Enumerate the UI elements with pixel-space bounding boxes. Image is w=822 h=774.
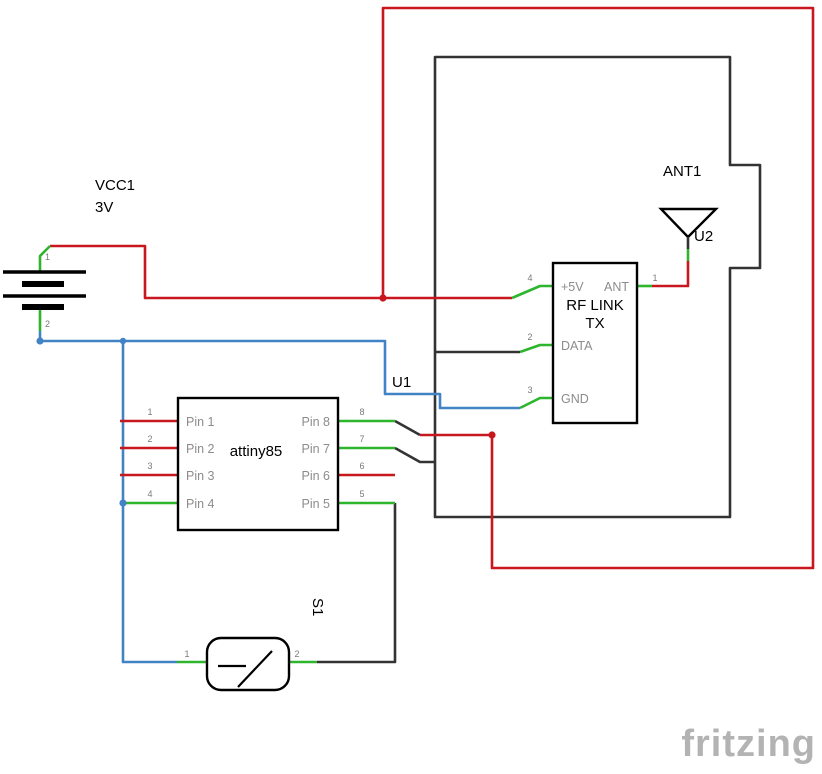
mcu-pin2-num: 2 — [147, 434, 152, 444]
rf-gnd-num: 3 — [527, 385, 532, 395]
switch-pin1-num: 1 — [184, 649, 189, 659]
battery-component[interactable] — [3, 270, 86, 310]
mcu-pin3-num: 3 — [147, 461, 152, 471]
net-red-power — [50, 6, 815, 570]
switch-body[interactable] — [205, 636, 291, 692]
junction-blue-pin4 — [119, 499, 127, 507]
mcu-pin6-label: Pin 6 — [302, 469, 331, 483]
wire-blue-battery-to-gnd[interactable] — [38, 331, 520, 410]
rf-data-label: DATA — [561, 339, 593, 353]
rf-body[interactable] — [551, 261, 639, 425]
wire-red-power-loop[interactable] — [381, 6, 815, 570]
mcu-pin5-label: Pin 5 — [302, 497, 331, 511]
mcu-pin8-label: Pin 8 — [302, 415, 331, 429]
battery-ref-label[interactable]: VCC1 — [95, 177, 135, 194]
pin-legs — [38, 245, 690, 664]
mcu-pin3-label: Pin 3 — [186, 469, 215, 483]
wire-red-ant[interactable] — [652, 261, 690, 288]
switch-pin2-num: 2 — [294, 649, 299, 659]
mcu-name-label: attiny85 — [230, 443, 283, 460]
antenna-ref-label[interactable]: ANT1 — [663, 163, 701, 180]
rf-title-line2: TX — [585, 315, 604, 332]
rf-title-line1: RF LINK — [566, 297, 624, 314]
mcu-pin1-num: 1 — [147, 407, 152, 417]
rf-5v-leg[interactable] — [511, 284, 553, 300]
rf-data-leg[interactable] — [519, 343, 553, 354]
unconnected-pins — [120, 419, 395, 477]
switch-component[interactable] — [205, 636, 291, 692]
wire-black-pin7-branch[interactable] — [394, 446, 435, 464]
rf-ref-label[interactable]: U2 — [694, 228, 713, 245]
mcu-pin6-num: 6 — [359, 461, 364, 471]
mcu-pin7-label: Pin 7 — [302, 442, 331, 456]
mcu-body[interactable] — [176, 396, 340, 532]
mcu-pin4-label: Pin 4 — [186, 497, 215, 511]
wire-blue-gnd-branch-switch[interactable] — [121, 341, 177, 664]
rf-data-num: 2 — [527, 332, 532, 342]
wire-red-battery-to-5v[interactable] — [50, 244, 512, 300]
mcu-component[interactable] — [176, 396, 340, 532]
rf-module-component[interactable] — [551, 261, 639, 425]
rf-gnd-leg[interactable] — [519, 396, 553, 410]
mcu-pin4-num: 4 — [147, 489, 152, 499]
switch-ref-label[interactable]: S1 — [309, 598, 326, 616]
battery-pin2-num: 2 — [45, 319, 50, 329]
wire-black-pin5-to-switch[interactable] — [317, 503, 397, 664]
junction-red-rail — [379, 294, 387, 302]
mcu-pin7-num: 7 — [359, 434, 364, 444]
net-black — [317, 55, 762, 664]
wire-black-pin8-diagonal[interactable] — [394, 419, 421, 437]
antenna-triangle[interactable] — [658, 207, 719, 239]
battery-pin1-num: 1 — [45, 252, 50, 262]
junction-dots — [36, 294, 496, 507]
rf-5v-label: +5V — [561, 280, 584, 294]
mcu-pin8-num: 8 — [359, 407, 364, 417]
wire-black-loop[interactable] — [433, 55, 762, 519]
battery-positive-leg[interactable] — [38, 245, 51, 272]
mcu-ref-label[interactable]: U1 — [392, 374, 411, 391]
fritzing-watermark: fritzing — [681, 723, 816, 765]
rf-ant-num: 1 — [652, 273, 657, 283]
junction-blue-battery — [36, 337, 44, 345]
switch-lever — [237, 650, 273, 688]
mcu-pin1-label: Pin 1 — [186, 415, 215, 429]
mcu-pin2-label: Pin 2 — [186, 442, 215, 456]
labels: VCC1 3V 1 2 attiny85 U1 Pin 1 Pin 2 Pin … — [45, 163, 816, 765]
mcu-pin5-num: 5 — [359, 489, 364, 499]
battery-value-label[interactable]: 3V — [95, 199, 113, 216]
antenna-component[interactable] — [658, 207, 719, 249]
junction-blue-rail — [119, 337, 127, 345]
rf-gnd-label: GND — [561, 392, 589, 406]
rf-ant-label: ANT — [604, 280, 629, 294]
junction-red-pin8 — [488, 431, 496, 439]
rf-5v-num: 4 — [527, 273, 532, 283]
